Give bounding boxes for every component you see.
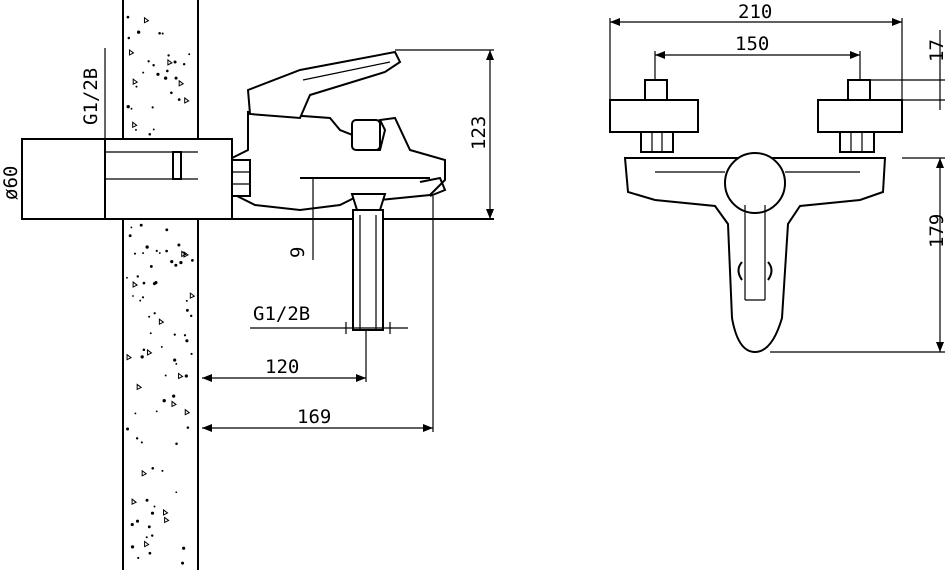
diverter-knob — [351, 119, 381, 151]
height-dim-label: 123 — [468, 116, 490, 150]
overall-width-label: 210 — [738, 1, 772, 23]
wall-thread-label: G1/2B — [80, 68, 102, 125]
wall — [122, 0, 199, 570]
total-height-label: 179 — [926, 214, 948, 248]
outlet-pipe — [350, 193, 387, 211]
center-distance-label: 150 — [735, 33, 769, 55]
spout-gap-label: 9 — [287, 247, 309, 258]
projection-total-label: 169 — [297, 406, 331, 428]
flange-diameter-label: ø60 — [0, 166, 22, 200]
left-connector — [609, 99, 699, 133]
diverter-knob-front — [724, 152, 786, 214]
projection-outlet-label: 120 — [265, 356, 299, 378]
front-body — [623, 157, 887, 354]
lever-handle — [246, 50, 402, 120]
side-view: ø60 G1/2B G1/2B 9 — [0, 48, 494, 432]
nut-height-label: 17 — [926, 39, 948, 62]
outlet-thread-label: G1/2B — [253, 303, 310, 325]
right-connector — [817, 99, 903, 133]
wall-texture — [126, 15, 196, 565]
mixer-body — [230, 110, 446, 212]
front-view: 210 150 17 — [609, 1, 948, 354]
